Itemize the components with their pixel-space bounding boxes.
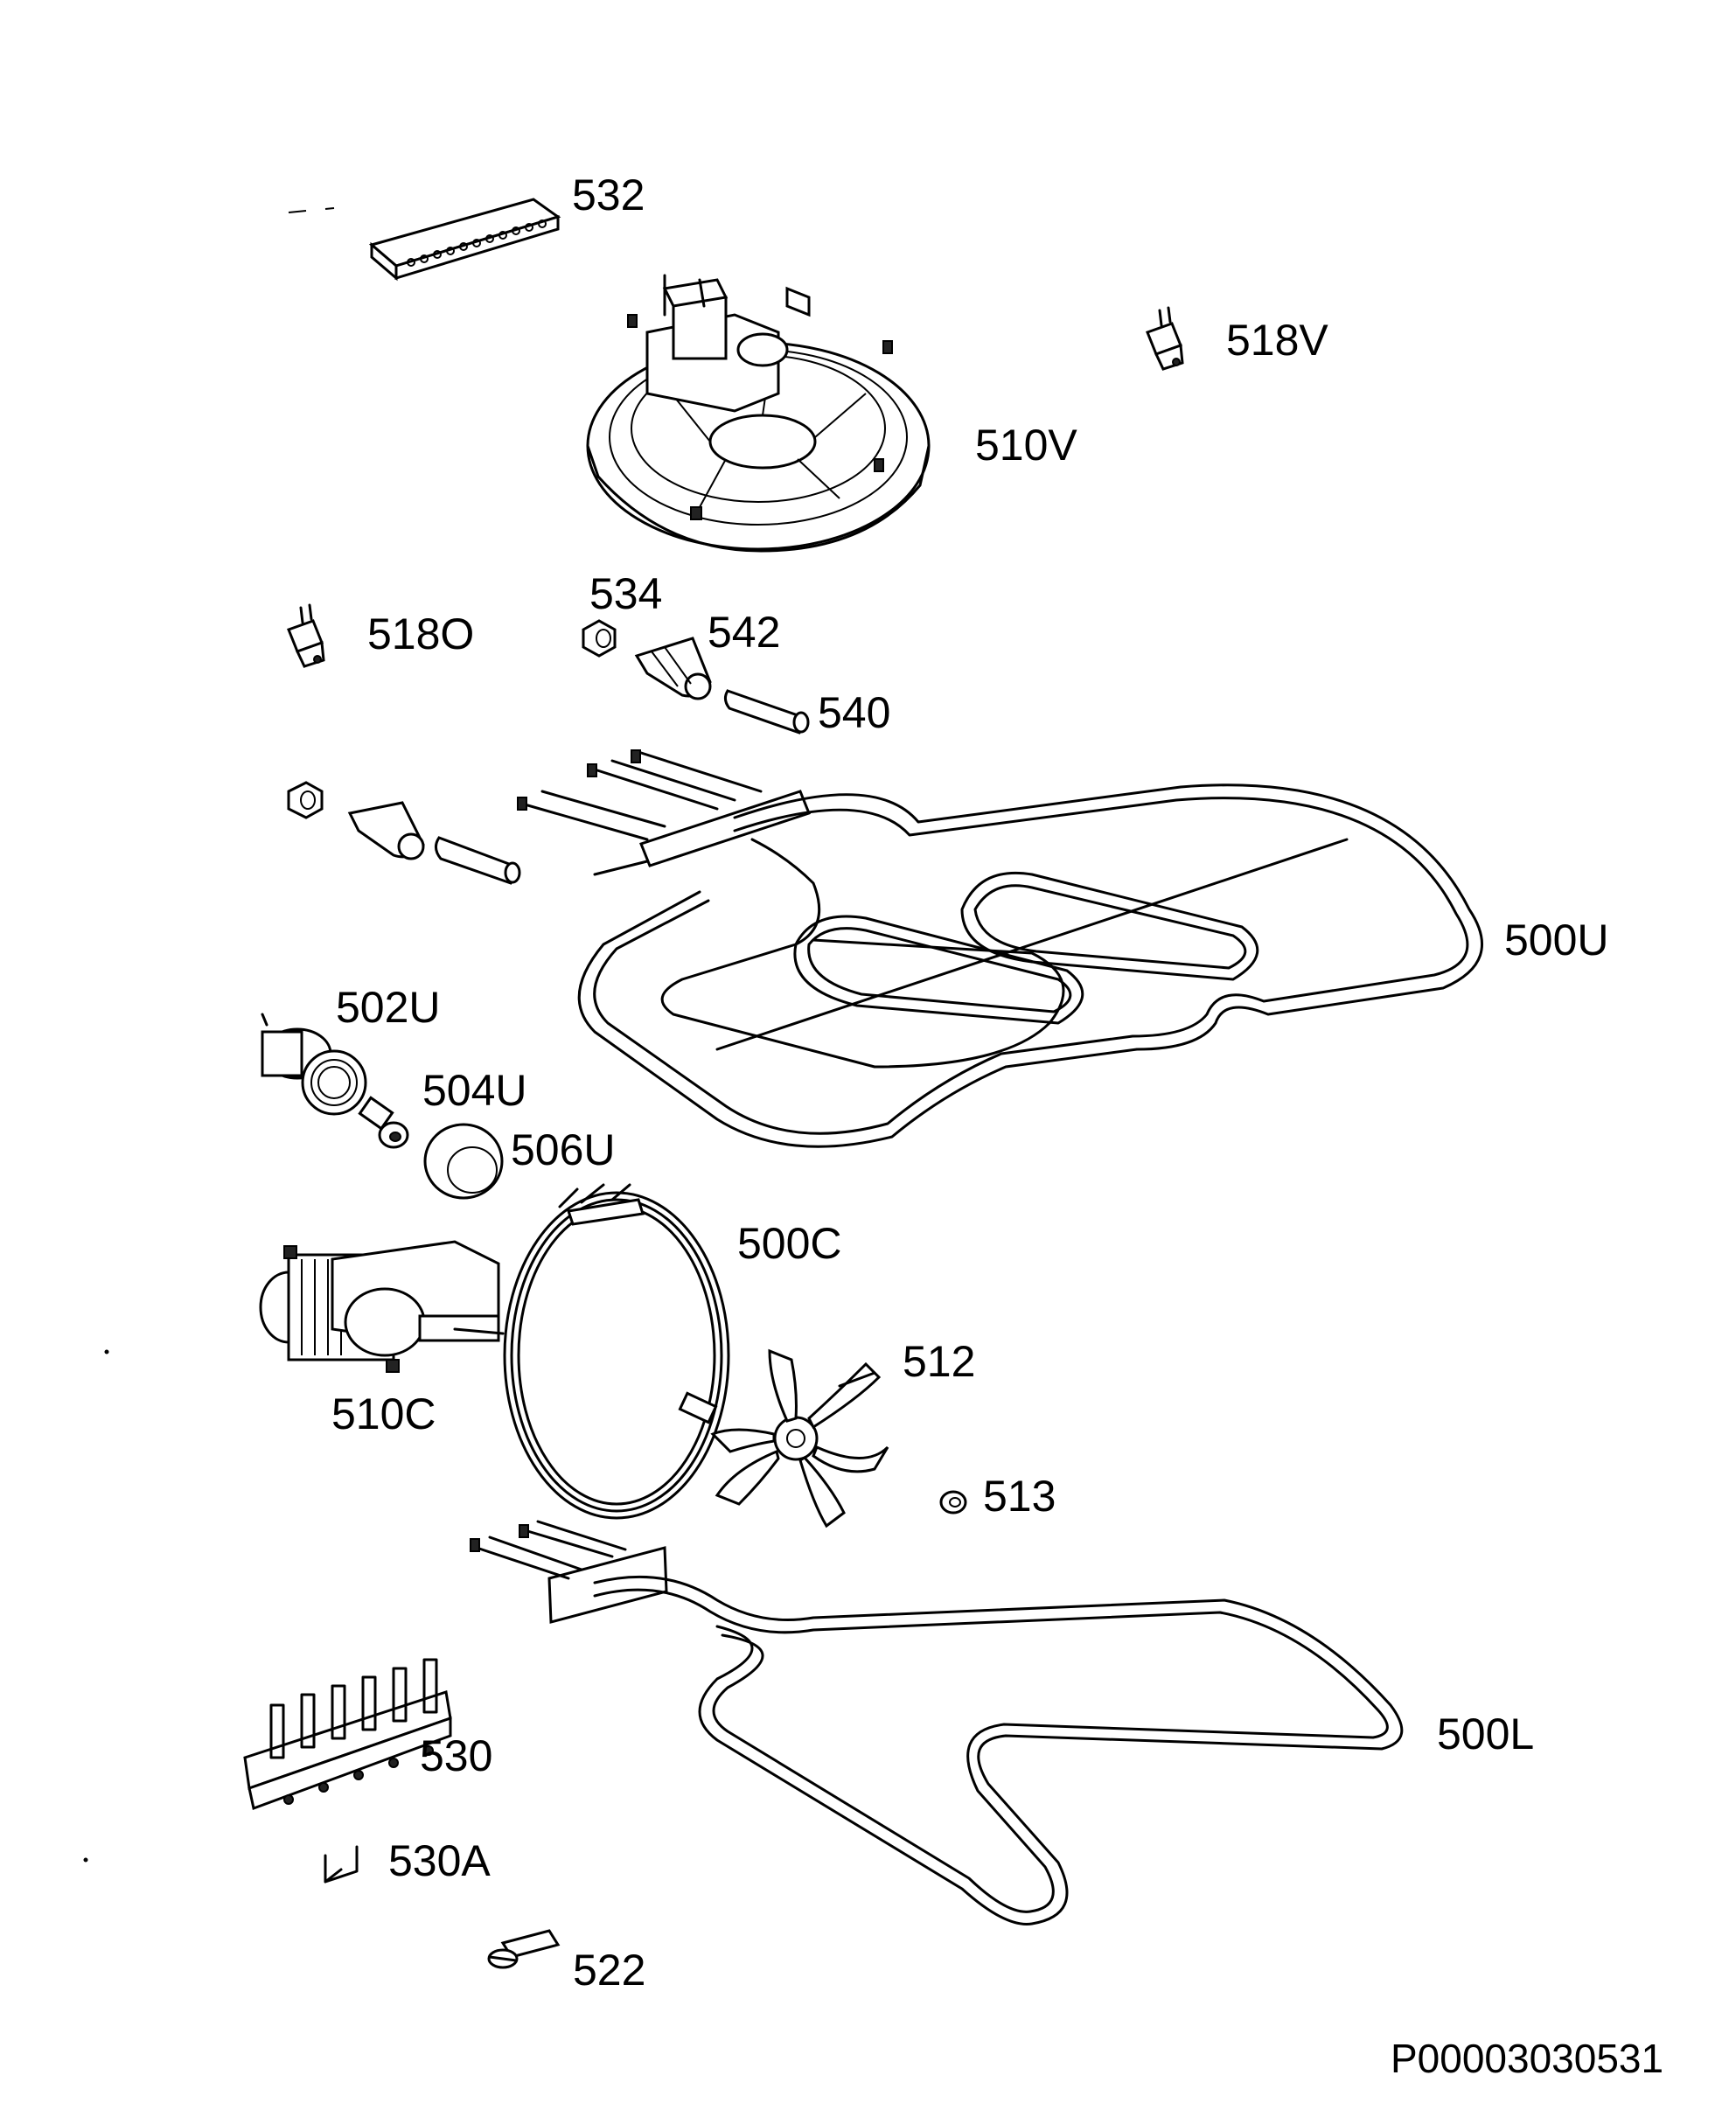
part-534-nut — [582, 619, 617, 658]
part-518V-bracket — [1146, 306, 1184, 371]
label-513: 513 — [983, 1472, 1056, 1521]
label-502U: 502U — [336, 983, 441, 1032]
label-518O: 518O — [367, 609, 475, 658]
part-512-fan-impeller — [710, 1348, 889, 1529]
part-500U-terminal-fittings — [287, 781, 521, 885]
part-510C-convection-motor — [259, 1240, 505, 1373]
part-540-tube — [723, 689, 810, 735]
label-530A: 530A — [388, 1836, 491, 1885]
part-513-nut — [939, 1490, 967, 1515]
label-504U: 504U — [422, 1066, 527, 1115]
part-530-terminal-block — [243, 1658, 452, 1811]
part-510V-cooling-fan — [586, 274, 931, 553]
label-506U: 506U — [511, 1125, 616, 1174]
label-540: 540 — [818, 688, 891, 737]
part-500U-grill-element — [517, 749, 1483, 1148]
document-id: P00003030531 — [1391, 2036, 1664, 2081]
label-518V: 518V — [1226, 316, 1328, 365]
label-532: 532 — [572, 171, 645, 219]
label-510C: 510C — [331, 1389, 436, 1438]
part-542-insulator — [634, 637, 712, 700]
part-506U-lamp-cover — [423, 1123, 504, 1200]
part-532-terminal-board — [288, 198, 561, 282]
label-500C: 500C — [737, 1219, 842, 1268]
part-502U-lamp-holder — [261, 1013, 367, 1116]
part-530A-clip — [324, 1845, 359, 1884]
stray-dot — [83, 1857, 88, 1863]
stray-dot — [104, 1349, 109, 1354]
label-530: 530 — [420, 1731, 493, 1780]
label-522: 522 — [573, 1946, 646, 1995]
part-500L-bottom-element — [470, 1520, 1404, 1925]
label-534: 534 — [589, 569, 663, 618]
label-500U: 500U — [1504, 916, 1609, 964]
label-510V: 510V — [975, 421, 1077, 470]
label-500L: 500L — [1437, 1710, 1535, 1758]
label-542: 542 — [708, 608, 781, 657]
part-518O-bracket — [287, 603, 325, 668]
label-512: 512 — [903, 1337, 976, 1386]
part-522-switch — [487, 1929, 561, 1969]
part-504U-lamp-bulb — [358, 1096, 409, 1149]
part-500C-ring-element — [503, 1183, 730, 1520]
